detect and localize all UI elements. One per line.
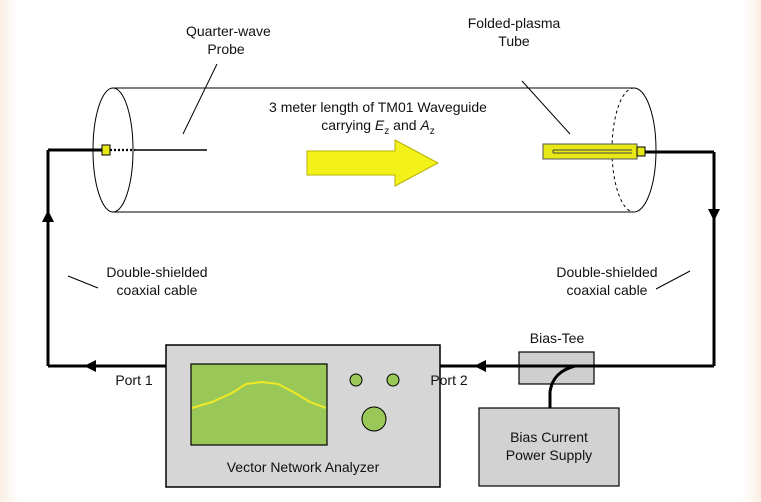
waveguide-right-end-back	[611, 87, 635, 213]
waveguide-label-line1: 3 meter length of TM01 Waveguide	[269, 99, 487, 115]
port1-label: Port 1	[115, 372, 153, 388]
tube-leader	[521, 80, 571, 135]
waveguide-label-line2: carrying Ez and Az	[321, 117, 435, 137]
vna-screen	[190, 363, 328, 446]
probe-assembly	[48, 63, 218, 156]
vector-network-analyzer	[165, 344, 441, 488]
vna-knob-small-2[interactable]	[386, 373, 400, 387]
bias-tee-branch	[548, 364, 576, 410]
propagation-arrow	[306, 139, 440, 187]
probe-connector	[101, 144, 111, 156]
folded-plasma-tube	[521, 80, 646, 160]
cable-right-leader	[655, 270, 691, 290]
port2-label: Port 2	[430, 372, 468, 388]
probe-leader	[182, 63, 218, 135]
field-a: A	[420, 117, 430, 133]
waveguide-right-end-front	[633, 87, 657, 213]
tube-connector	[636, 146, 646, 157]
field-e: E	[374, 117, 385, 133]
vna-label: Vector Network Analyzer	[226, 459, 380, 475]
bias-power-supply	[478, 407, 620, 487]
coax-cable-loop	[42, 150, 720, 372]
cable-left-leader	[67, 275, 99, 289]
bias-tee-label: Bias-Tee	[529, 330, 585, 346]
bias-tee	[518, 351, 595, 410]
vna-knob-large[interactable]	[361, 406, 387, 432]
vna-knob-small-1[interactable]	[349, 373, 363, 387]
vna-trace	[191, 380, 327, 409]
waveguide-label: 3 meter length of TM01 Waveguide carryin…	[228, 98, 528, 141]
